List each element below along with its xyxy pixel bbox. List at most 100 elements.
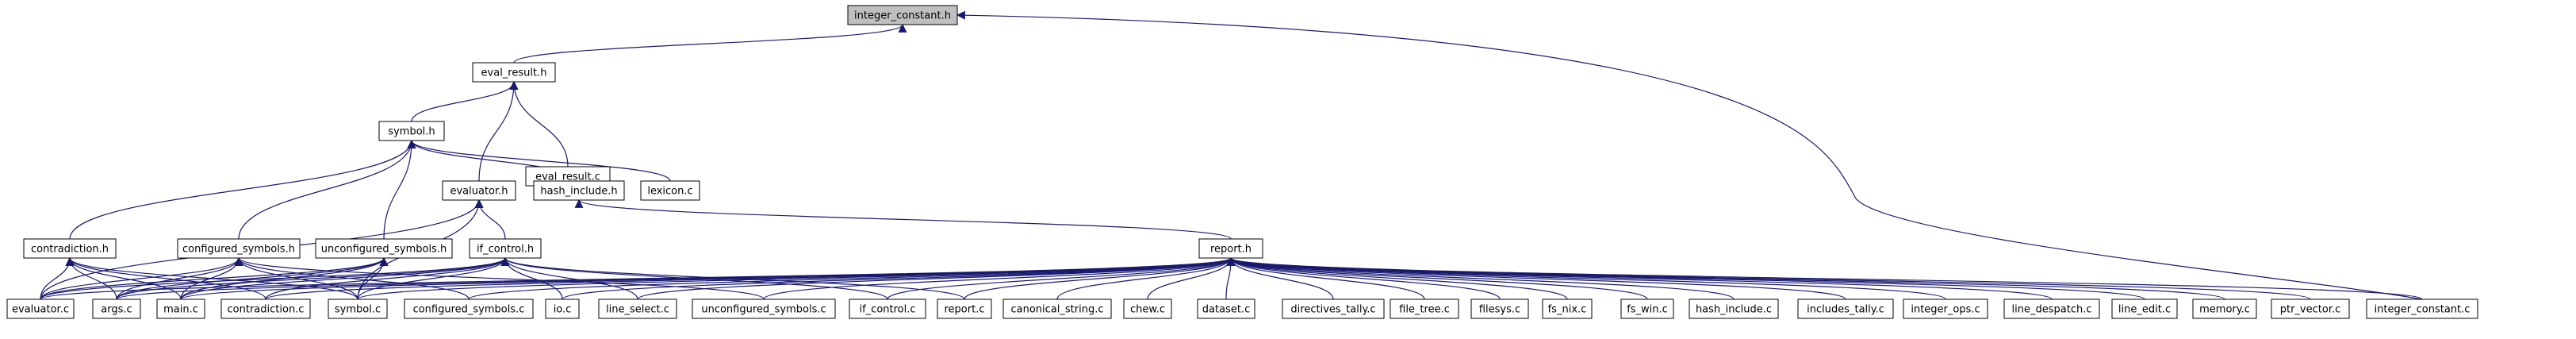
edge-configured-symbols-c-to-configured-symbols-h	[234, 256, 470, 300]
edge-if-control-c-to-report-h	[887, 256, 1236, 300]
node-unconfigured-symbols-h[interactable]: unconfigured_symbols.h	[315, 238, 453, 259]
node-main-c[interactable]: main.c	[156, 299, 205, 319]
node-evaluator-h[interactable]: evaluator.h	[442, 180, 516, 201]
node-label-io-c: io.c	[554, 304, 572, 316]
node-dataset-c[interactable]: dataset.c	[1197, 299, 1255, 319]
node-box-symbol-h	[378, 121, 445, 141]
node-report-h[interactable]: report.h	[1198, 238, 1263, 259]
node-label-if-control-c: if_control.c	[859, 304, 915, 316]
node-label-fs-win-c: fs_win.c	[1627, 304, 1668, 316]
edge-hash-include-c-to-report-h	[1226, 256, 1735, 300]
node-label-line-edit-c: line_edit.c	[2118, 304, 2171, 316]
node-label-contradiction-h: contradiction.h	[31, 244, 109, 256]
node-unconfigured-symbols-c[interactable]: unconfigured_symbols.c	[692, 299, 836, 319]
edge-canonical-string-c-to-report-h	[1056, 256, 1236, 300]
node-configured-symbols-h[interactable]: configured_symbols.h	[177, 238, 301, 259]
node-symbol-c[interactable]: symbol.c	[328, 299, 388, 319]
edge-contradiction-c-to-contradiction-h	[65, 256, 266, 300]
node-includes-tally-c[interactable]: includes_tally.c	[1797, 299, 1894, 319]
edge-contradiction-h-to-symbol-h	[69, 139, 416, 240]
node-directives-tally-c[interactable]: directives_tally.c	[1282, 299, 1385, 319]
node-filesys-c[interactable]: filesys.c	[1470, 299, 1529, 319]
node-eval-result-h[interactable]: eval_result.h	[472, 62, 556, 83]
node-configured-symbols-c[interactable]: configured_symbols.c	[404, 299, 534, 319]
edge-args-c-to-unconfigured-symbols-h	[116, 256, 389, 300]
node-box-main-c	[156, 299, 205, 319]
edge-evaluator-c-to-if-control-h	[40, 256, 510, 300]
edge-configured-symbols-h-to-symbol-h	[238, 139, 416, 240]
node-io-c[interactable]: io.c	[545, 299, 580, 319]
node-layer: integer_constant.h eval_result.h symbol.h e…	[6, 5, 2478, 319]
node-hash-include-h[interactable]: hash_include.h	[533, 180, 625, 201]
node-label-integer-ops-c: integer_ops.c	[1911, 304, 1980, 316]
node-label-configured-symbols-h: configured_symbols.h	[182, 244, 295, 256]
node-ptr-vector-c[interactable]: ptr_vector.c	[2271, 299, 2350, 319]
edge-report-c-to-report-h	[964, 256, 1236, 300]
node-label-report-h: report.h	[1210, 244, 1252, 256]
node-if-control-h[interactable]: if_control.h	[469, 238, 542, 259]
node-if-control-c[interactable]: if_control.c	[849, 299, 926, 319]
node-integer-constant-h[interactable]: integer_constant.h	[847, 5, 958, 25]
node-box-line-select-c	[598, 299, 677, 319]
node-file-tree-c[interactable]: file_tree.c	[1390, 299, 1459, 319]
node-contradiction-h[interactable]: contradiction.h	[23, 238, 117, 259]
node-box-file-tree-c	[1390, 299, 1459, 319]
node-args-c[interactable]: args.c	[92, 299, 141, 319]
node-label-unconfigured-symbols-c: unconfigured_symbols.c	[701, 304, 826, 316]
edge-eval-result-c-to-eval-result-h	[509, 80, 569, 168]
node-chew-c[interactable]: chew.c	[1123, 299, 1172, 319]
node-integer-constant-c[interactable]: integer_constant.c	[2366, 299, 2478, 319]
node-box-if-control-c	[849, 299, 926, 319]
node-line-despatch-c[interactable]: line_despatch.c	[2003, 299, 2100, 319]
node-box-integer-constant-h	[847, 5, 958, 25]
node-evaluator-c[interactable]: evaluator.c	[6, 299, 75, 319]
node-box-filesys-c	[1470, 299, 1529, 319]
node-hash-include-c[interactable]: hash_include.c	[1689, 299, 1779, 319]
node-label-hash-include-c: hash_include.c	[1696, 304, 1772, 316]
node-box-unconfigured-symbols-c	[692, 299, 836, 319]
edge-line-select-c-to-if-control-h	[500, 256, 638, 300]
node-canonical-string-c[interactable]: canonical_string.c	[1002, 299, 1112, 319]
node-box-dataset-c	[1197, 299, 1255, 319]
edge-eval-result-h-to-integer-constant-h	[513, 23, 907, 64]
edge-contradiction-c-to-report-h	[265, 256, 1236, 300]
node-box-if-control-h	[469, 238, 542, 259]
node-fs-win-c[interactable]: fs_win.c	[1620, 299, 1674, 319]
node-symbol-h[interactable]: symbol.h	[378, 121, 445, 141]
edge-contradiction-c-to-if-control-h	[265, 256, 510, 300]
edge-io-c-to-if-control-h	[500, 256, 563, 300]
node-box-chew-c	[1123, 299, 1172, 319]
edge-evaluator-c-to-unconfigured-symbols-h	[40, 256, 389, 300]
node-box-fs-win-c	[1620, 299, 1674, 319]
node-report-c[interactable]: report.c	[937, 299, 992, 319]
node-box-contradiction-c	[220, 299, 311, 319]
node-label-line-despatch-c: line_despatch.c	[2012, 304, 2092, 316]
edge-symbol-c-to-report-h	[357, 256, 1236, 300]
edge-filesys-c-to-report-h	[1226, 256, 1501, 300]
edge-args-c-to-configured-symbols-h	[116, 256, 243, 300]
node-line-edit-c[interactable]: line_edit.c	[2111, 299, 2178, 319]
edge-unconfigured-symbols-h-to-symbol-h	[383, 139, 416, 240]
node-box-configured-symbols-h	[177, 238, 301, 259]
edge-unconfigured-symbols-c-to-report-h	[763, 256, 1236, 300]
node-integer-ops-c[interactable]: integer_ops.c	[1903, 299, 1988, 319]
node-line-select-c[interactable]: line_select.c	[598, 299, 677, 319]
edge-symbol-c-to-unconfigured-symbols-h	[357, 256, 389, 300]
node-label-evaluator-c: evaluator.c	[12, 304, 69, 316]
node-memory-c[interactable]: memory.c	[2192, 299, 2257, 319]
node-box-includes-tally-c	[1797, 299, 1894, 319]
node-contradiction-c[interactable]: contradiction.c	[220, 299, 311, 319]
node-label-directives-tally-c: directives_tally.c	[1290, 304, 1375, 316]
node-lexicon-c[interactable]: lexicon.c	[640, 180, 700, 201]
node-box-args-c	[92, 299, 141, 319]
node-fs-nix-c[interactable]: fs_nix.c	[1542, 299, 1593, 319]
edge-report-h-to-hash-include-h	[574, 198, 1232, 240]
edge-symbol-h-to-eval-result-h	[411, 80, 519, 122]
node-box-canonical-string-c	[1002, 299, 1112, 319]
edge-integer-constant-c-to-report-h	[1227, 256, 2423, 300]
edge-integer-ops-c-to-report-h	[1226, 256, 1946, 300]
node-box-report-h	[1198, 238, 1263, 259]
node-box-hash-include-c	[1689, 299, 1779, 319]
edge-file-tree-c-to-report-h	[1226, 256, 1425, 300]
node-label-main-c: main.c	[163, 304, 198, 316]
